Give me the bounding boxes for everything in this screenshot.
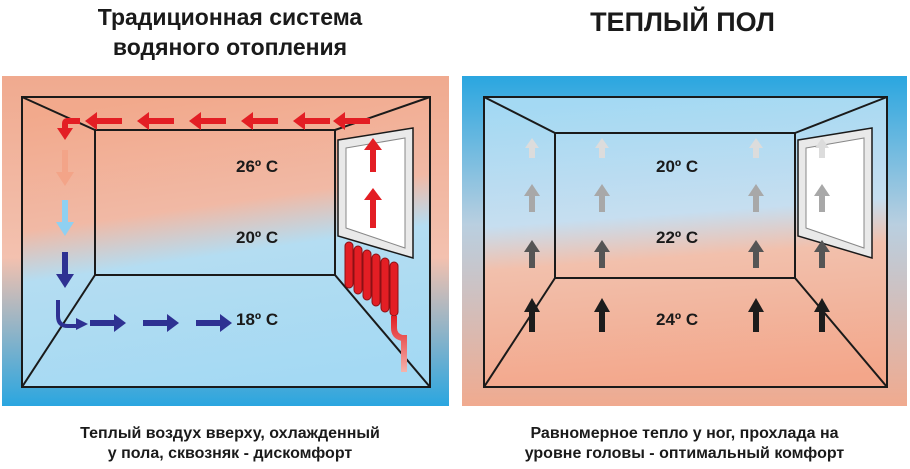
radiator-pipe <box>391 316 407 372</box>
arrow-left-3 <box>241 112 278 130</box>
left-temp-middle: 20º C <box>236 228 278 247</box>
right-caption-line-2: уровне головы - оптимальный комфорт <box>524 445 845 462</box>
arrow-left-1 <box>333 112 370 130</box>
arrow-right-2 <box>143 314 179 332</box>
left-panel-caption: Теплый воздух вверху, охлажденный у пола… <box>10 424 450 464</box>
rising-arrow-columns <box>524 138 830 332</box>
arrow-column-2 <box>594 138 610 332</box>
arrow-up-upper <box>364 138 382 172</box>
arrow-column-4 <box>814 138 830 332</box>
arrow-corner-down <box>57 118 80 140</box>
arrow-up-lower <box>364 188 382 228</box>
right-temp-middle: 22º C <box>656 228 698 247</box>
left-room-panel: 26º C 20º C 18º C <box>2 76 449 406</box>
right-room-panel: 20º C 22º C 24º C <box>462 76 907 406</box>
ceiling-airflow-arrows <box>57 112 370 140</box>
radiator <box>344 241 407 372</box>
left-caption-line-1: Теплый воздух вверху, охлажденный <box>80 425 380 442</box>
falling-air-arrows <box>56 150 88 330</box>
arrow-left-6 <box>85 112 122 130</box>
arrow-right-1 <box>90 314 126 332</box>
right-temp-bottom: 24º C <box>656 310 698 329</box>
left-title-line-2: водяного отопления <box>112 34 348 60</box>
right-room-outline <box>483 96 888 388</box>
right-temp-top: 20º C <box>656 157 698 176</box>
left-temp-top: 26º C <box>236 157 278 176</box>
right-panel-caption: Равномерное тепло у ног, прохлада на уро… <box>462 424 907 464</box>
arrow-column-1 <box>524 138 540 332</box>
left-caption-line-2: у пола, сквозняк - дискомфорт <box>107 445 353 462</box>
right-panel-title: ТЕПЛЫЙ ПОЛ <box>590 7 775 37</box>
arrow-right-3 <box>196 314 232 332</box>
arrow-left-2 <box>293 112 330 130</box>
left-panel-title: Традиционная система водяного отопления <box>10 2 450 62</box>
right-caption-line-1: Равномерное тепло у ног, прохлада на <box>530 425 839 442</box>
right-window <box>797 127 873 260</box>
arrow-left-4 <box>189 112 226 130</box>
arrow-left-5 <box>137 112 174 130</box>
arrow-down-cold <box>56 252 74 288</box>
arrow-column-3 <box>748 138 764 332</box>
arrow-corner-right <box>56 300 88 330</box>
left-temp-bottom: 18º C <box>236 310 278 329</box>
window-rising-arrows <box>364 138 382 228</box>
arrow-down-cool <box>56 200 74 236</box>
floor-airflow-arrows <box>90 314 232 332</box>
left-room-outline <box>21 96 431 388</box>
arrow-down-warm <box>56 150 74 186</box>
left-title-line-1: Традиционная система <box>97 4 363 30</box>
